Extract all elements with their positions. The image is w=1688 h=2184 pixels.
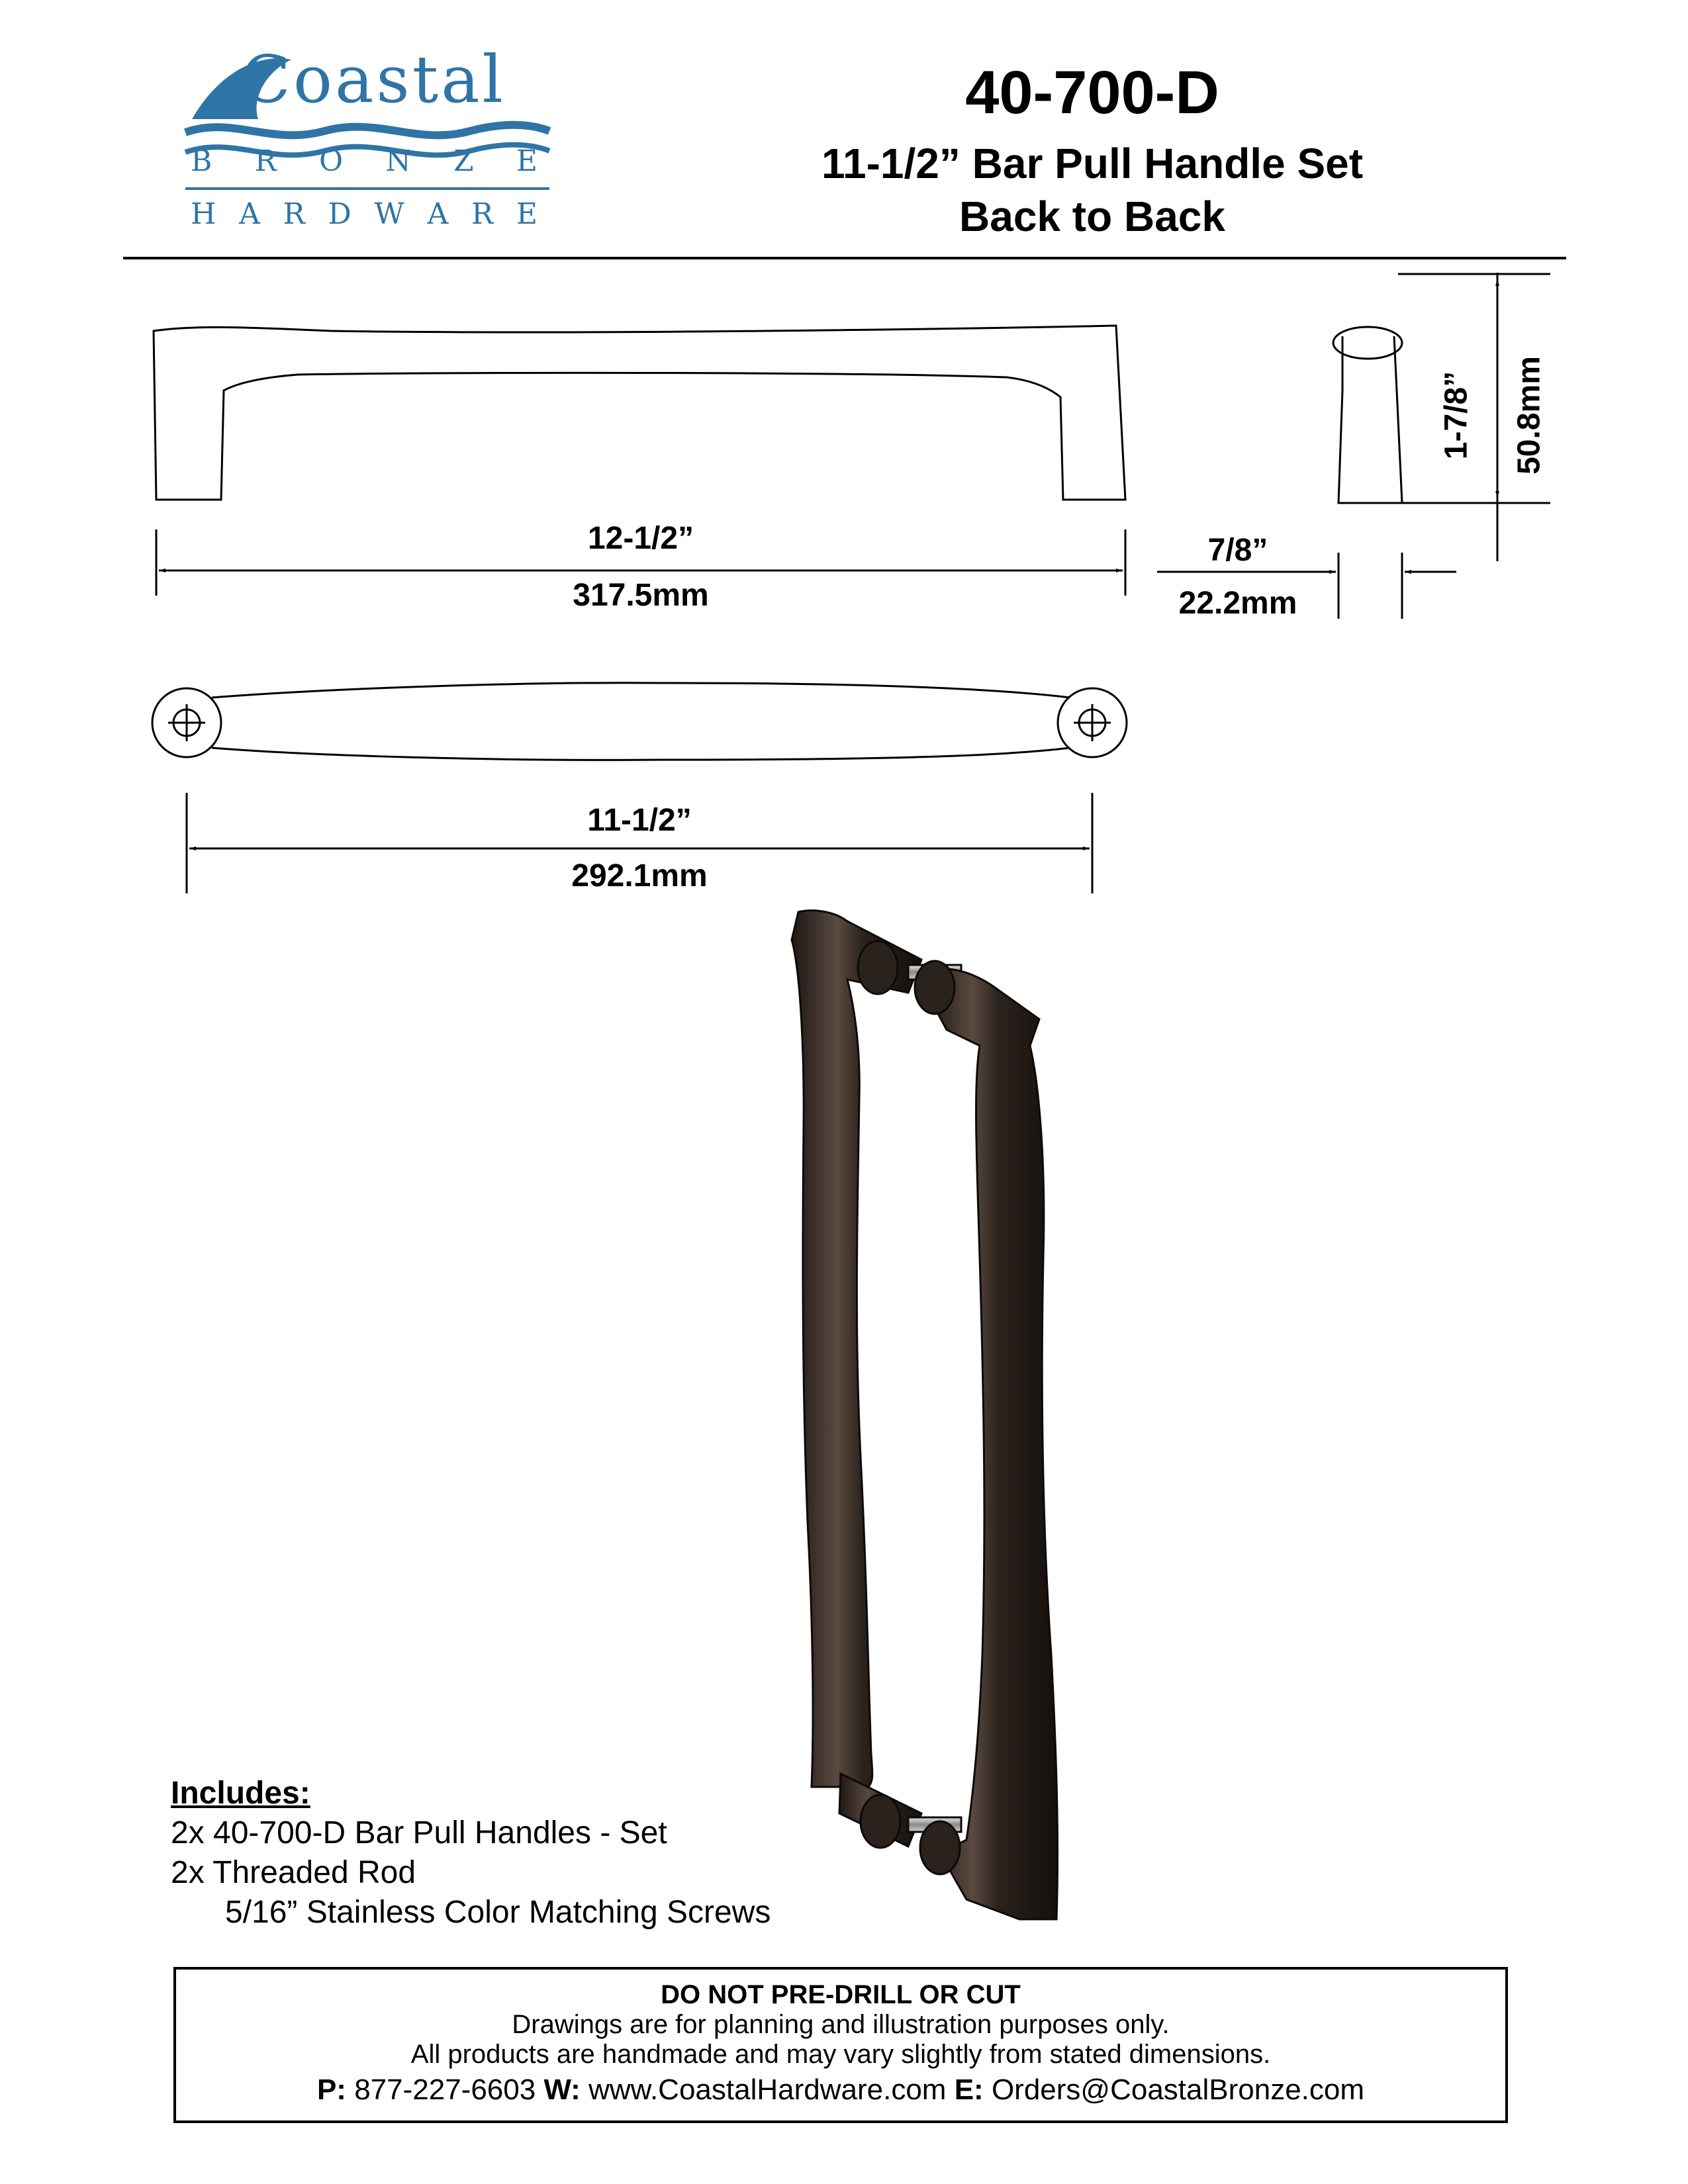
contact-line: P: 877-227-6603 W: www.CoastalHardware.c…: [176, 2073, 1505, 2107]
includes-item: 2x Threaded Rod: [171, 1855, 416, 1890]
brand-letter: H: [191, 197, 216, 231]
warning-text: DO NOT PRE-DRILL OR CUT: [661, 1980, 1021, 2009]
brand-letter: A: [239, 197, 260, 231]
dimension-lines: [155, 273, 1550, 893]
email-link[interactable]: Orders@CoastalBronze.com: [991, 2073, 1365, 2106]
phone-number[interactable]: 877-227-6603: [354, 2073, 536, 2106]
product-subtitle: Back to Back: [959, 193, 1225, 240]
notice-box: DO NOT PRE-DRILL OR CUT Drawings are for…: [173, 1967, 1508, 2123]
brand-letter: R: [471, 197, 494, 231]
brand-letter: W: [374, 197, 404, 231]
brand-letter: A: [427, 197, 449, 231]
handle-set-render: [790, 909, 1059, 1921]
center-to-center-in: 11-1/2”: [587, 803, 692, 838]
height-mm: 50.8mm: [1511, 356, 1547, 475]
brand-line-bronze: B R O N Z E: [179, 144, 549, 178]
brand-letter: N: [385, 144, 411, 178]
header-divider: [123, 257, 1566, 259]
disclaimer-line-2: All products are handmade and may vary s…: [410, 2040, 1271, 2069]
overall-length-in: 12-1/2”: [587, 521, 694, 556]
height-in: 1-7/8”: [1438, 371, 1474, 460]
includes-item: 5/16” Stainless Color Matching Screws: [225, 1895, 771, 1930]
handle-front-view: [152, 324, 1127, 501]
brand-letter: Z: [453, 144, 474, 178]
disclaimer-line-1: Drawings are for planning and illustrati…: [512, 2010, 1170, 2039]
web-label: W:: [543, 2073, 581, 2106]
brand-wordmark: Coastal: [241, 42, 506, 118]
brand-letter: D: [328, 197, 352, 231]
brand-letter: B: [191, 144, 212, 178]
website-link[interactable]: www.CoastalHardware.com: [588, 2073, 947, 2106]
depth-in: 7/8”: [1207, 533, 1268, 568]
handle-side-view: [1332, 326, 1403, 504]
product-title: 11-1/2” Bar Pull Handle Set: [821, 140, 1364, 187]
wave-logo-icon: [183, 58, 551, 190]
includes-heading: Includes:: [171, 1776, 310, 1811]
brand-letter: R: [254, 144, 277, 178]
brand-logo: Coastal B R O N Z E H A R D W A R E: [179, 42, 563, 245]
depth-mm: 22.2mm: [1178, 586, 1297, 621]
phone-label: P:: [316, 2073, 346, 2106]
brand-letter: E: [516, 197, 538, 231]
model-number: 40-700-D: [965, 59, 1219, 126]
handle-top-view: [151, 682, 1128, 761]
brand-letter: E: [516, 144, 538, 178]
includes-item: 2x 40-700-D Bar Pull Handles - Set: [171, 1815, 667, 1850]
overall-length-mm: 317.5mm: [573, 578, 709, 613]
includes-list: Includes: 2x 40-700-D Bar Pull Handles -…: [171, 1774, 771, 1933]
brand-line-hardware: H A R D W A R E: [179, 197, 549, 231]
email-label: E:: [954, 2073, 984, 2106]
brand-letter: R: [283, 197, 305, 231]
brand-letter: O: [318, 144, 344, 178]
center-to-center-mm: 292.1mm: [571, 858, 708, 893]
